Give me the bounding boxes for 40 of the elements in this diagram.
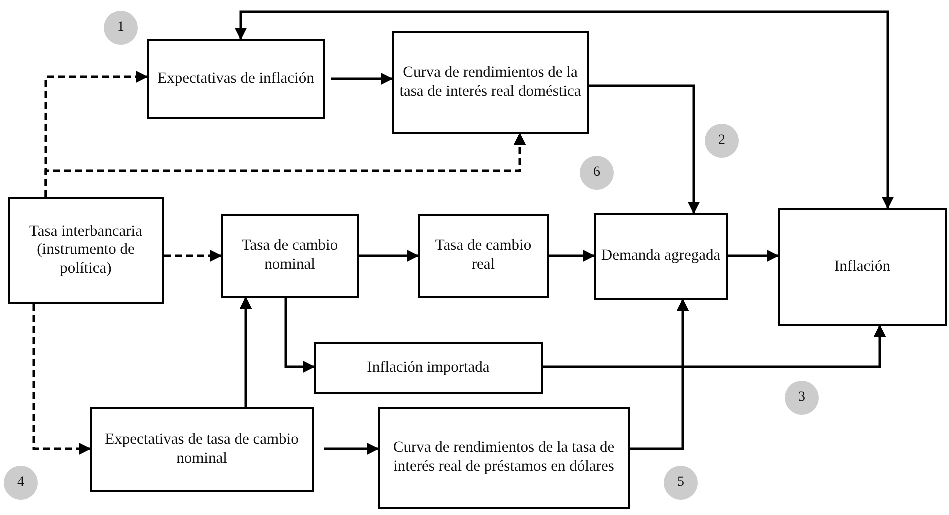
callout-number: 4	[4, 466, 38, 500]
process-box	[221, 214, 359, 298]
callout-number: 5	[664, 466, 698, 500]
node-label: Tasa interbancaria (instrumento de política)	[28, 222, 144, 278]
node-label: Expectativas de inflación	[158, 70, 314, 88]
arrow	[331, 72, 394, 86]
arrow	[240, 296, 252, 407]
arrow	[234, 10, 894, 210]
callout-number: 2	[705, 124, 739, 158]
callout-number: 6	[580, 156, 614, 190]
arrow	[549, 250, 596, 262]
process-box	[778, 208, 947, 326]
callout-number: 3	[785, 381, 819, 415]
process-box	[8, 197, 164, 304]
node-label: Tasa de cambio nominal	[240, 237, 340, 275]
callout-number: 1	[104, 11, 138, 45]
process-box	[147, 39, 325, 119]
process-box	[378, 407, 630, 509]
arrow	[164, 250, 222, 262]
arrow	[543, 324, 886, 368]
node-label: Inflación importada	[367, 358, 490, 378]
process-box	[418, 214, 549, 298]
process-box	[594, 213, 728, 300]
arrow	[284, 298, 316, 374]
arrow	[44, 132, 526, 197]
process-box	[90, 407, 314, 492]
arrow	[728, 250, 780, 262]
node-label: Tasa de cambio real	[434, 237, 533, 275]
process-box	[392, 31, 589, 134]
node-label: Curva de rendimientos de la tasa de interés real doméstica	[398, 64, 582, 102]
arrow	[359, 250, 420, 262]
process-box	[314, 342, 543, 394]
node-label: Expectativas de tasa de cambio nominal	[104, 430, 300, 468]
arrow	[630, 298, 690, 450]
arrow	[32, 304, 92, 456]
node-label: Demanda agregada	[601, 247, 721, 266]
node-label: Curva de rendimientos de la tasa de interés real de préstamos en dólares	[392, 439, 616, 477]
arrow	[324, 442, 380, 456]
node-label: Inflación	[834, 258, 890, 276]
arrow	[589, 84, 700, 214]
